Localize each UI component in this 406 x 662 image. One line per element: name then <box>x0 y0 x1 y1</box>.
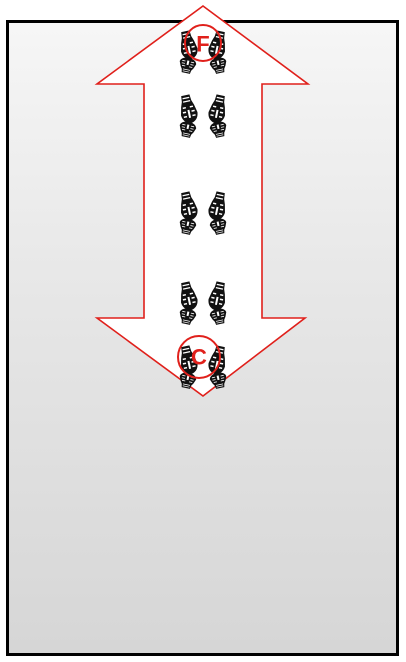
bottom-marker-label: C <box>191 345 207 370</box>
top-marker-label: F <box>196 32 209 57</box>
double-arrow-icon <box>97 6 308 396</box>
